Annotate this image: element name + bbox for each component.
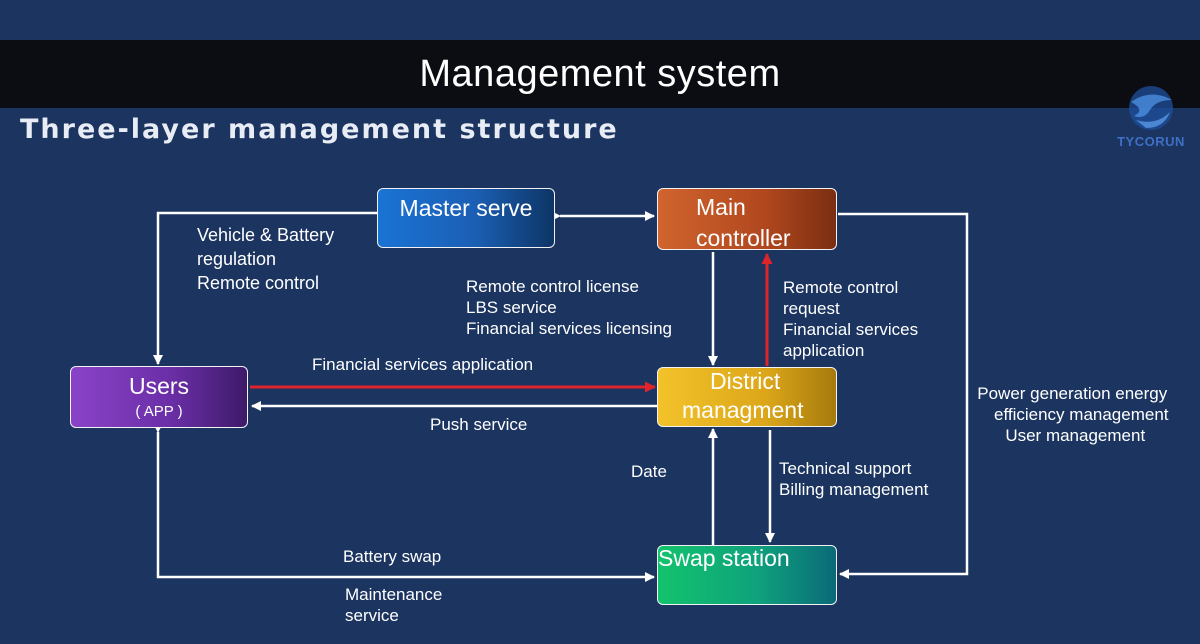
label-power-generation: Power generation energy efficiency manag… <box>976 383 1169 446</box>
swap-station-label: Swap station <box>658 545 790 571</box>
label-remote-request: Remote control request Financial service… <box>783 277 918 361</box>
label-remote-request-line3: Financial services <box>783 320 919 339</box>
master-serve-node: Master serve <box>377 188 555 248</box>
label-remote-license-line1: Remote control license <box>466 277 639 296</box>
label-remote-request-line1: Remote control <box>783 278 899 297</box>
arrow-users-swap <box>153 423 655 582</box>
logo-text: TYCORUN <box>1117 134 1185 149</box>
arrow-main-swap <box>838 212 969 579</box>
arrow-master-users <box>153 211 377 365</box>
label-date: Date <box>631 462 667 481</box>
label-financial-application: Financial services application <box>312 355 534 374</box>
district-label-line2: managment <box>682 397 804 423</box>
swap-station-node: Swap station <box>657 545 837 605</box>
users-sub-label: ( APP ) <box>135 403 183 420</box>
main-controller-label-line2: controller <box>696 225 791 251</box>
master-serve-label: Master serve <box>399 195 533 221</box>
main-controller-node: Main controller <box>657 188 837 251</box>
district-label-line1: District <box>710 368 781 394</box>
label-maintenance-line2: service <box>345 606 399 625</box>
label-technical-support-line2: Billing management <box>779 480 929 499</box>
users-node: Users ( APP ) <box>70 366 248 428</box>
users-label: Users <box>128 373 190 399</box>
label-remote-license-line3: Financial services licensing <box>466 319 672 338</box>
label-power-generation-line1: Power generation energy <box>977 384 1168 403</box>
district-node: District managment <box>657 367 837 427</box>
tycorun-logo: TYCORUN <box>1106 80 1196 152</box>
label-vehicle-battery-line3: Remote control <box>197 273 320 293</box>
label-push-service: Push service <box>430 415 528 434</box>
label-remote-license: Remote control license LBS service Finan… <box>466 276 672 339</box>
label-vehicle-battery-line2: regulation <box>197 249 277 269</box>
page-title: Management system <box>419 52 781 95</box>
logo-mark-icon <box>1129 86 1173 130</box>
label-technical-support-line1: Technical support <box>779 459 912 478</box>
diagram-subtitle: Three-layer management structure <box>20 114 619 145</box>
label-vehicle-battery-line1: Vehicle & Battery <box>197 225 335 245</box>
label-maintenance-line1: Maintenance <box>345 585 443 604</box>
label-power-generation-line3: User management <box>1005 426 1146 445</box>
label-maintenance: Maintenance service <box>345 584 442 626</box>
label-remote-license-line2: LBS service <box>466 298 557 317</box>
label-battery-swap: Battery swap <box>343 547 442 566</box>
label-power-generation-line2: efficiency management <box>994 405 1169 424</box>
label-remote-request-line2: request <box>783 299 840 318</box>
label-remote-request-line4: application <box>783 341 865 360</box>
title-bar: Management system <box>0 40 1200 108</box>
main-controller-label-line1: Main <box>696 194 746 220</box>
label-technical-support: Technical support Billing management <box>779 458 928 500</box>
label-vehicle-battery: Vehicle & Battery regulation Remote cont… <box>197 223 334 295</box>
